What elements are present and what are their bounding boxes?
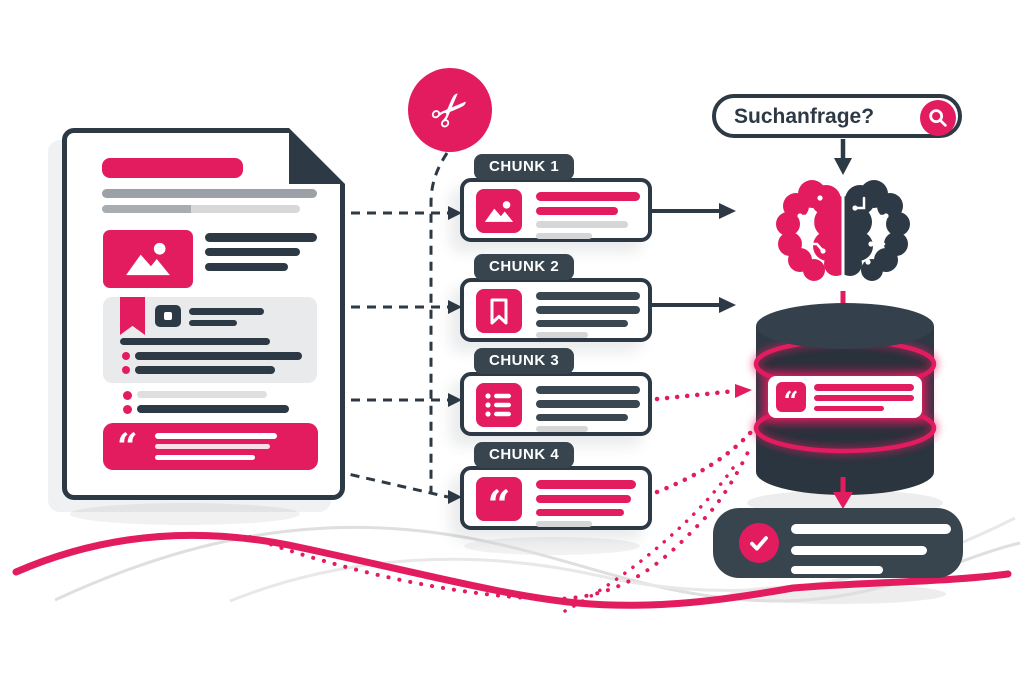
- scissors-icon: ✂: [408, 68, 492, 152]
- bookmark-ribbon-icon: [120, 297, 145, 335]
- bullet-dot: [123, 391, 132, 400]
- chunk-2-card: [460, 278, 652, 342]
- doc-image-placeholder: [103, 230, 193, 288]
- chunk-4-card: “: [460, 466, 652, 530]
- doc-mini-image: [155, 305, 181, 327]
- retrieved-chunk-card: “: [768, 376, 922, 418]
- retrieval-dotted-paths: [248, 388, 755, 613]
- brain-icon: [776, 178, 910, 283]
- scissors-glyph: ✂: [417, 77, 483, 143]
- chunk-text-line: [536, 320, 628, 327]
- search-input[interactable]: Suchanfrage?: [712, 94, 962, 138]
- source-document: “: [62, 128, 345, 500]
- bullet-dot: [122, 366, 130, 374]
- doc-text-line: [137, 391, 267, 398]
- quote-icon: “: [776, 382, 806, 415]
- doc-highlight-section: [103, 297, 317, 383]
- chunk-text-line: [536, 192, 640, 201]
- doc-text-line: [102, 189, 317, 198]
- answer-box: [713, 508, 963, 578]
- doc-text-line: [135, 366, 275, 374]
- answer-text-line: [791, 524, 951, 534]
- doc-text-line: [155, 444, 270, 449]
- chunk-text-line: [536, 426, 588, 432]
- search-icon: [929, 109, 947, 127]
- retrieval-arrowhead: [735, 384, 752, 398]
- chunk-text-line: [536, 306, 640, 314]
- page-fold: [289, 128, 345, 184]
- pink-wave: [12, 531, 1012, 609]
- quote-icon: “: [476, 477, 522, 526]
- chunk-text-line: [536, 221, 628, 228]
- bullet-dot: [122, 352, 130, 360]
- chunk-text-line: [536, 480, 636, 489]
- query-to-brain-arrow: [834, 139, 852, 175]
- scissors-cut-line: [429, 152, 449, 492]
- doc-title-bar: [102, 158, 243, 178]
- doc-text-line: [189, 308, 264, 315]
- bookmark-icon: [476, 289, 522, 333]
- chunk-text-line: [536, 509, 624, 516]
- image-icon: [476, 189, 522, 233]
- list-icon: [476, 383, 522, 427]
- chunk-text-line: [536, 521, 592, 527]
- doc-text-line: [155, 433, 277, 439]
- checkmark-icon: [739, 523, 779, 563]
- chunk-text-line: [536, 495, 631, 503]
- bullet-dot: [123, 405, 132, 414]
- quote-icon: “: [117, 426, 138, 468]
- db-to-result-arrow: [833, 477, 853, 509]
- chunk-1-card: [460, 178, 652, 242]
- chunk-text-line: [536, 386, 640, 394]
- chunk-text-line: [814, 384, 914, 391]
- chunk-forward-arrows: [652, 203, 736, 313]
- chunk-4-badge: CHUNK 4: [474, 442, 575, 468]
- doc-text-line: [135, 352, 302, 360]
- doc-text-line: [102, 205, 300, 213]
- brain-circuit-dots: [797, 195, 889, 265]
- answer-text-line: [791, 546, 927, 555]
- chunk-text-line: [814, 395, 914, 401]
- doc-text-line: [205, 248, 300, 256]
- chunk-text-line: [536, 332, 588, 338]
- doc-text-line: [137, 405, 289, 413]
- chunk-text-line: [536, 400, 640, 408]
- chunk-1-badge: CHUNK 1: [474, 154, 575, 180]
- chunk-text-line: [536, 207, 618, 215]
- chunk-2-badge: CHUNK 2: [474, 254, 575, 280]
- chunk-3-card: [460, 372, 652, 436]
- doc-quote-section: “: [103, 423, 318, 470]
- chunk-text-line: [536, 414, 628, 421]
- doc-to-chunk-connectors: [334, 152, 449, 499]
- doc-text-line: [155, 455, 255, 460]
- doc-text-line: [189, 320, 237, 326]
- chunk-3-badge: CHUNK 3: [474, 348, 575, 374]
- answer-text-line: [791, 566, 883, 574]
- doc-text-line: [120, 338, 270, 345]
- chunk-text-line: [536, 292, 640, 300]
- chunk-text-line: [814, 406, 884, 411]
- doc-text-line: [205, 263, 288, 271]
- search-query-text: Suchanfrage?: [734, 105, 875, 128]
- doc-text-line: [205, 233, 317, 242]
- image-icon: [126, 242, 170, 276]
- search-button[interactable]: [920, 100, 956, 136]
- connector-arrowheads: [448, 206, 462, 504]
- chunk-text-line: [536, 233, 592, 239]
